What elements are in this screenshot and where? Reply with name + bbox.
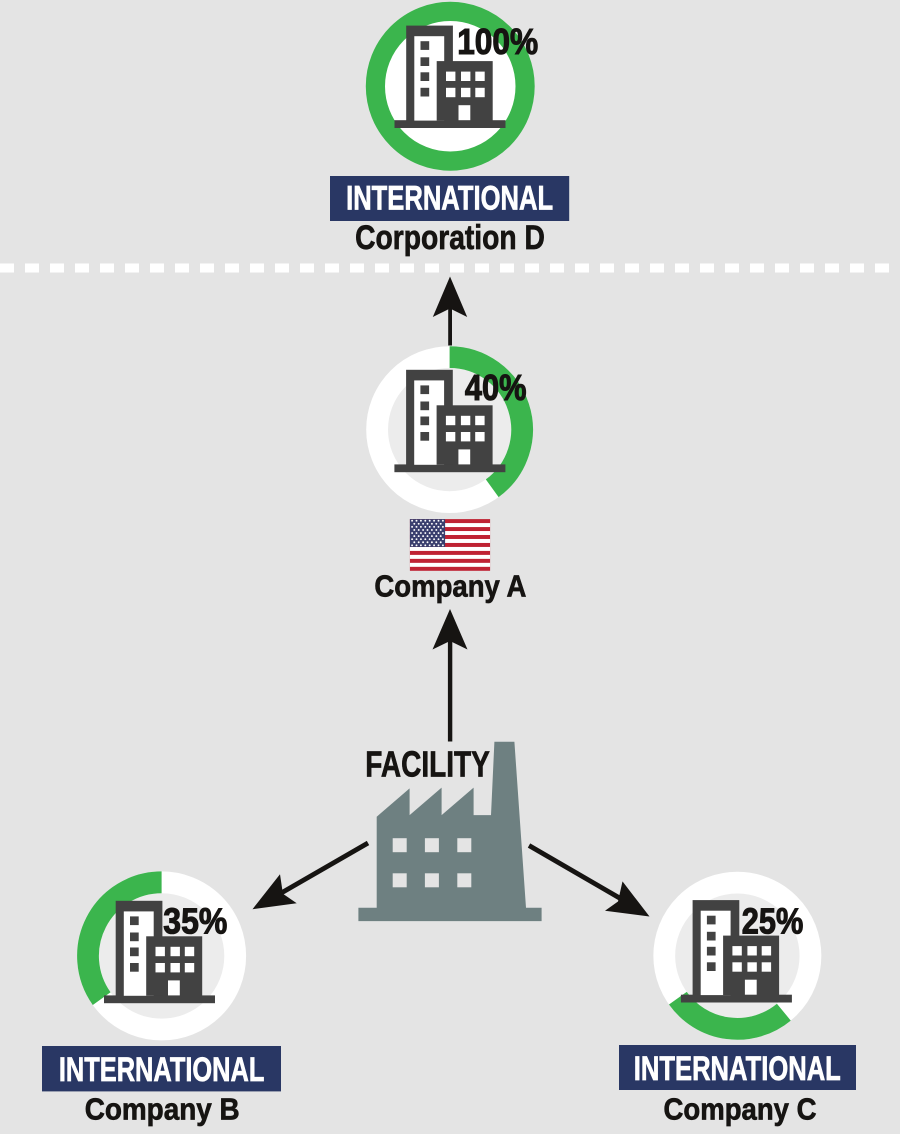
- svg-text:Company B: Company B: [85, 1091, 240, 1126]
- svg-text:INTERNATIONAL: INTERNATIONAL: [346, 179, 553, 217]
- svg-text:Company C: Company C: [664, 1092, 817, 1127]
- svg-text:35%: 35%: [163, 900, 227, 941]
- svg-text:INTERNATIONAL: INTERNATIONAL: [634, 1050, 841, 1088]
- svg-text:100%: 100%: [457, 21, 538, 62]
- svg-text:Corporation D: Corporation D: [355, 219, 545, 257]
- svg-text:FACILITY: FACILITY: [365, 743, 490, 784]
- svg-text:Company A: Company A: [374, 568, 526, 603]
- svg-text:25%: 25%: [742, 900, 804, 941]
- svg-text:40%: 40%: [465, 367, 527, 408]
- svg-text:INTERNATIONAL: INTERNATIONAL: [59, 1051, 265, 1089]
